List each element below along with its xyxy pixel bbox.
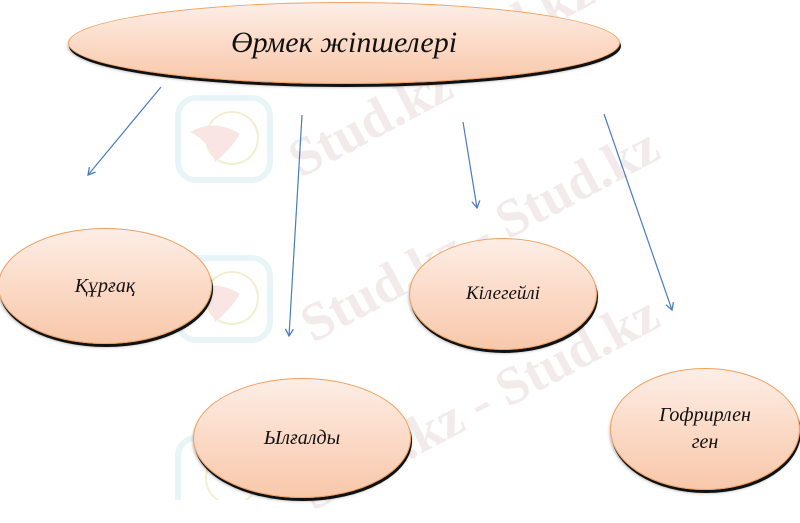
connector-arrows (87, 86, 675, 338)
root-label: Өрмек жіпшелері (230, 25, 458, 59)
node-corrugated: Гофрирлен ген (610, 368, 800, 490)
node-dry: Құрғақ (0, 228, 212, 344)
node-wet-label: Ылғалды (263, 426, 341, 449)
root-node: Өрмек жіпшелері (68, 2, 620, 84)
arrow-to-wet (284, 114, 303, 338)
node-mucous-label: Кілегейлі (466, 283, 540, 305)
node-corrugated-label-line1: Гофрирлен (659, 404, 751, 426)
arrow-to-mucous (462, 121, 481, 210)
arrow-to-dry (87, 86, 162, 177)
node-corrugated-label-line2: ген (691, 431, 719, 453)
node-dry-label: Құрғақ (74, 274, 136, 297)
node-wet: Ылғалды (193, 378, 411, 498)
arrow-to-corrugated (603, 113, 675, 312)
node-mucous: Кілегейлі (409, 238, 597, 350)
